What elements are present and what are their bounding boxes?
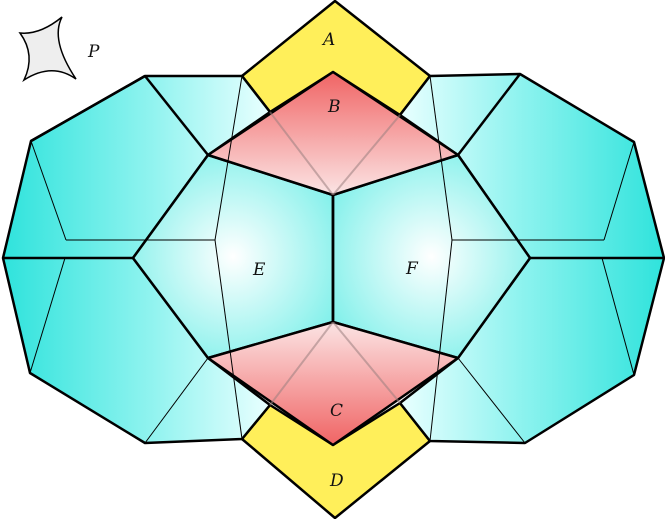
label-b: B [327, 97, 341, 117]
star-p-shape [18, 16, 77, 83]
label-p: P [87, 42, 100, 62]
label-d: D [329, 471, 344, 491]
hidden-edges [269, 111, 401, 406]
thin-edges [29, 75, 635, 444]
label-c: C [330, 401, 343, 421]
label-e: E [252, 260, 266, 280]
heavy-edges [3, 73, 664, 322]
label-f: F [405, 259, 419, 279]
label-a: A [321, 30, 335, 50]
face-c [206, 320, 460, 447]
